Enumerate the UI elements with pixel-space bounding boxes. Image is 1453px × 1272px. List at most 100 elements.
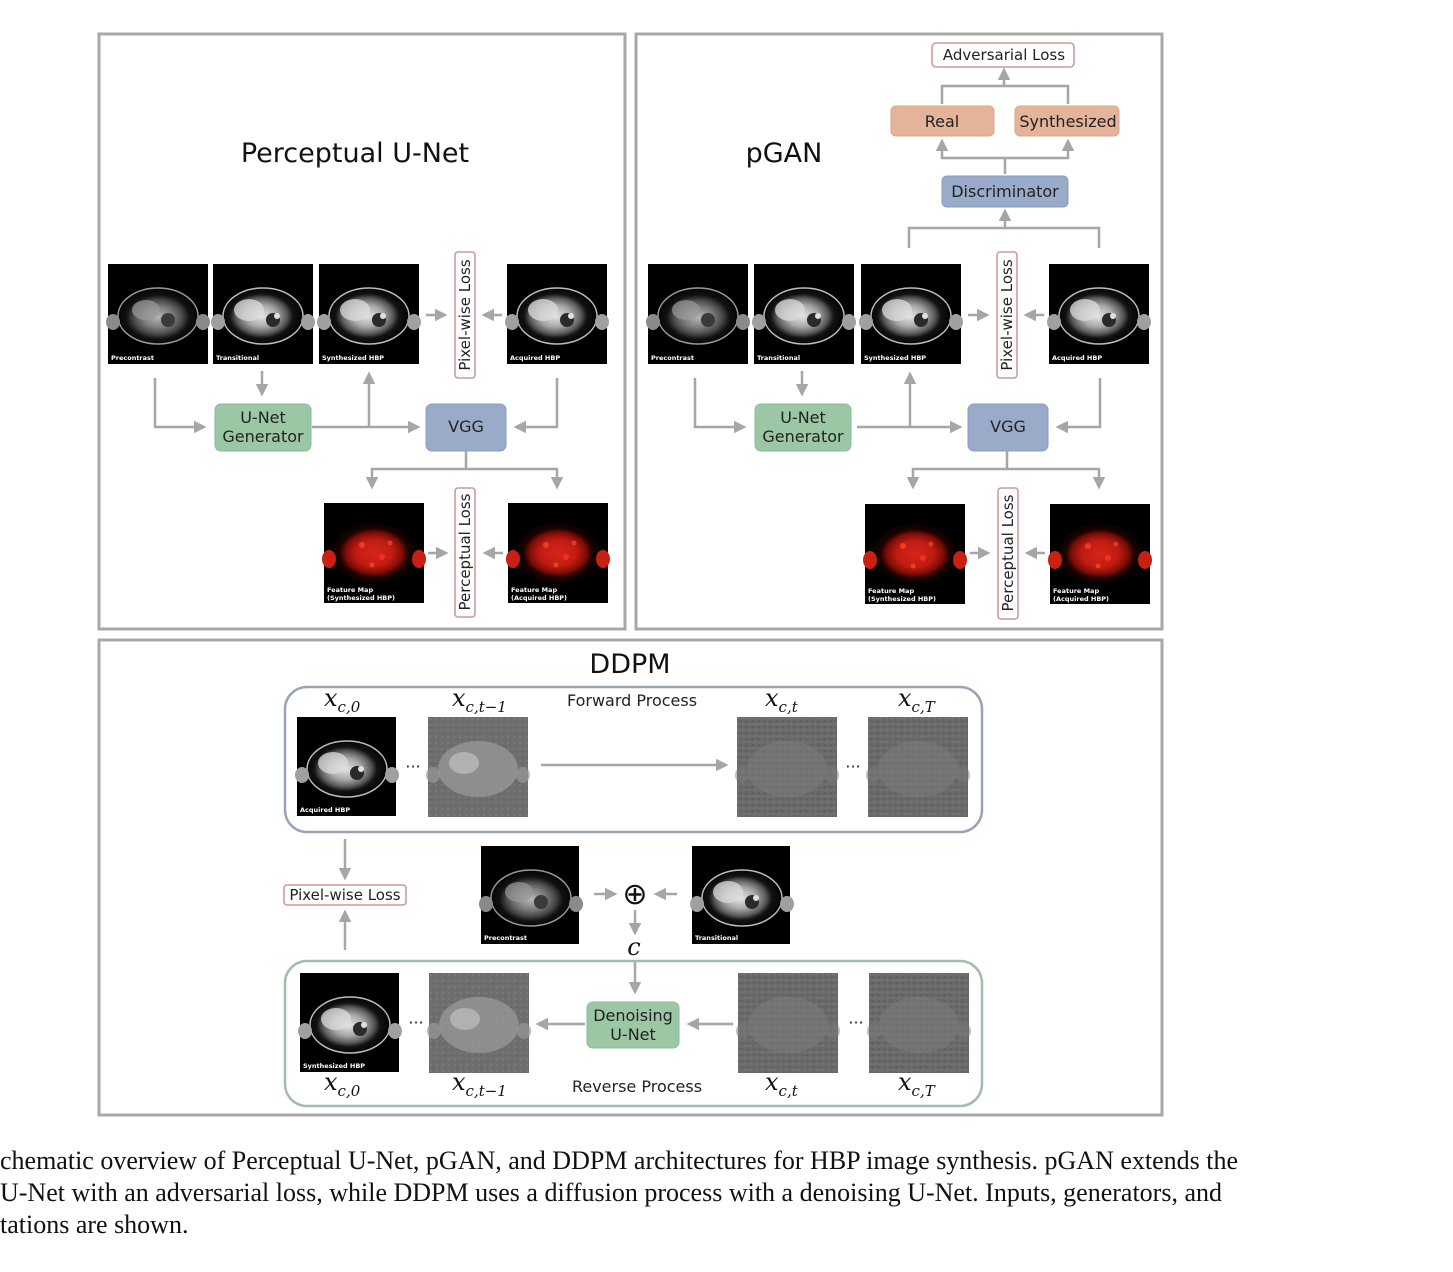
image-label: Synthesized HBP [303,1062,365,1070]
image-precontrast: Precontrast [478,846,584,944]
adversarial-loss-label: Adversarial Loss [943,46,1065,64]
synthesized-label: Synthesized [1019,112,1116,131]
ellipsis: ··· [405,757,420,776]
image-synthesized-hbp: Synthesized HBP [858,264,964,364]
adversarial-loss-box [931,42,1075,68]
image-label: Acquired HBP [1052,354,1102,362]
image-precontrast: Precontrast [105,264,211,364]
panel-title: DDPM [589,649,670,680]
ellipsis: ··· [848,1013,863,1032]
feature-map-acquired: Feature Map (Acquired HBP) [506,503,610,603]
feature-map-acquired: Feature Map (Acquired HBP) [1048,504,1152,604]
image-acquired-hbp: Acquired HBP [504,264,610,364]
image-noisy-T [867,973,971,1073]
svg-text:xc,t−1: xc,t−1 [452,1068,507,1100]
image-label: Synthesized HBP [864,354,926,362]
perceptual-loss-label: Perceptual Loss [456,493,474,610]
pixel-wise-loss-label: Pixel-wise Loss [998,259,1016,370]
image-label: Precontrast [651,354,694,362]
generator-label-line1: U-Net [240,408,286,427]
image-noisy-t [736,973,840,1073]
pixel-wise-loss-box [454,251,476,379]
svg-text:xc,T: xc,T [898,1068,936,1100]
generator-label-line1: U-Net [780,408,826,427]
real-box [890,105,995,137]
pixel-wise-loss-box [996,251,1018,379]
feature-map-label: (Synthesized HBP) [327,594,395,602]
denoising-label-line2: U-Net [610,1025,656,1044]
image-noisy-t-1 [426,717,530,817]
panel-title: Perceptual U-Net [241,138,469,169]
feature-map-label: Feature Map [511,586,557,594]
image-denoised-t-1 [427,973,531,1073]
reverse-process-label: Reverse Process [572,1077,702,1096]
feature-map-label: (Acquired HBP) [511,594,567,602]
image-noisy-T [866,717,970,817]
condition-c-label: c [627,933,640,961]
svg-text:xc,t−1: xc,t−1 [452,684,507,716]
synthesized-box [1014,105,1120,137]
image-synthesized-hbp: Synthesized HBP [316,264,422,364]
image-transitional: Transitional [210,264,316,364]
image-label: Transitional [216,354,259,362]
vgg-label: VGG [448,417,484,436]
feature-map-label: (Synthesized HBP) [868,595,936,603]
image-label: Precontrast [111,354,154,362]
image-noisy-t [735,717,839,817]
svg-text:xc,T: xc,T [898,684,936,716]
image-label: Transitional [757,354,800,362]
denoising-label-line1: Denoising [593,1006,673,1025]
feature-map-label: Feature Map [327,586,373,594]
vgg-label: VGG [990,417,1026,436]
perceptual-loss-box [454,487,476,618]
discriminator-label: Discriminator [951,182,1059,201]
image-label: Acquired HBP [300,806,350,814]
feature-map-label: Feature Map [868,587,914,595]
pixel-wise-loss-box [283,884,407,906]
label-x-ct-top: xc,t [765,684,799,716]
image-precontrast: Precontrast [645,264,751,364]
image-transitional: Transitional [751,264,857,364]
denoising-unet-box [586,1001,680,1049]
image-transitional: Transitional [689,846,795,944]
panel-perceptual-unet: Perceptual U-Net Precontrast Transitiona… [97,32,627,631]
figure-caption: chematic overview of Perceptual U-Net, p… [0,1146,1239,1239]
ellipsis: ··· [845,757,860,776]
label-x-cT-bottom: xc,T [898,1068,936,1100]
feature-map-synthesized: Feature Map (Synthesized HBP) [322,503,426,603]
ellipsis: ··· [408,1013,423,1032]
feature-map-label: Feature Map [1053,587,1099,595]
label-x-c0-top: xc,0 [324,684,361,716]
pixel-wise-loss-label: Pixel-wise Loss [289,886,400,904]
svg-text:xc,t: xc,t [765,684,799,716]
generator-label-line2: Generator [762,427,844,446]
image-acquired-hbp: Acquired HBP [1046,264,1152,364]
svg-text:xc,0: xc,0 [324,684,361,716]
feature-map-synthesized: Feature Map (Synthesized HBP) [863,504,967,604]
pixel-wise-loss-label: Pixel-wise Loss [456,259,474,370]
real-label: Real [925,112,960,131]
label-x-ct-1-top: xc,t−1 [452,684,507,716]
image-synthesized-hbp: Synthesized HBP [297,973,403,1072]
discriminator-box [941,175,1069,208]
label-x-ct-bottom: xc,t [765,1068,799,1100]
svg-text:xc,0: xc,0 [324,1068,361,1100]
feature-map-label: (Acquired HBP) [1053,595,1109,603]
image-acquired-hbp: Acquired HBP [294,717,400,816]
architecture-diagram: Perceptual U-Net Precontrast Transitiona… [97,32,1164,1117]
unet-generator-box [214,403,312,452]
image-label: Precontrast [484,934,527,942]
image-label: Synthesized HBP [322,354,384,362]
panel-ddpm: DDPM Forward Process xc,0 xc,t−1 xc,t xc… [97,638,1164,1117]
forward-process-label: Forward Process [567,691,697,710]
reverse-process-container [283,959,984,1108]
image-label: Acquired HBP [510,354,560,362]
panel-pgan: pGAN Adversarial Loss Real Synthesized D… [634,32,1164,631]
perceptual-loss-box [997,487,1019,620]
panel-title: pGAN [746,138,823,169]
image-label: Transitional [695,934,738,942]
generator-label-line2: Generator [222,427,304,446]
unet-generator-box [754,403,852,452]
perceptual-loss-label: Perceptual Loss [999,494,1017,611]
label-x-c0-bottom: xc,0 [324,1068,361,1100]
